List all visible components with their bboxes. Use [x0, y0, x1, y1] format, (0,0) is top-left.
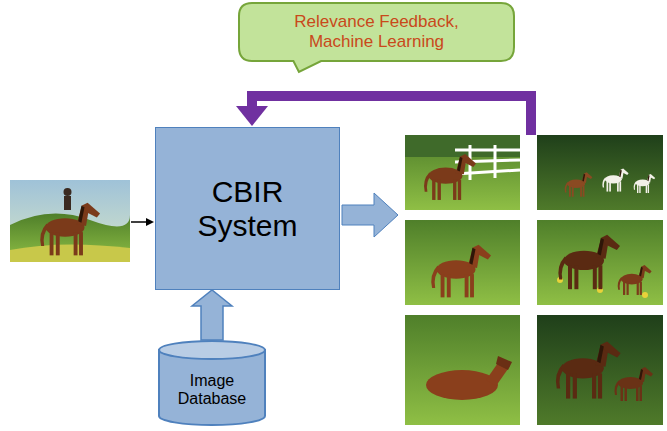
database-cylinder: Image Database [158, 340, 266, 426]
process-box: CBIR System [155, 127, 340, 290]
block-arrow [192, 290, 232, 340]
output-arrow [342, 193, 398, 237]
node-label: Relevance Feedback, Machine Learning [282, 12, 472, 50]
node-label: Image Database [166, 372, 258, 408]
input-arrow [131, 218, 154, 226]
callout-bubble: Relevance Feedback, Machine Learning [238, 2, 515, 73]
query-image [10, 180, 130, 262]
result-images [405, 135, 663, 425]
node-label: CBIR System [183, 175, 313, 242]
